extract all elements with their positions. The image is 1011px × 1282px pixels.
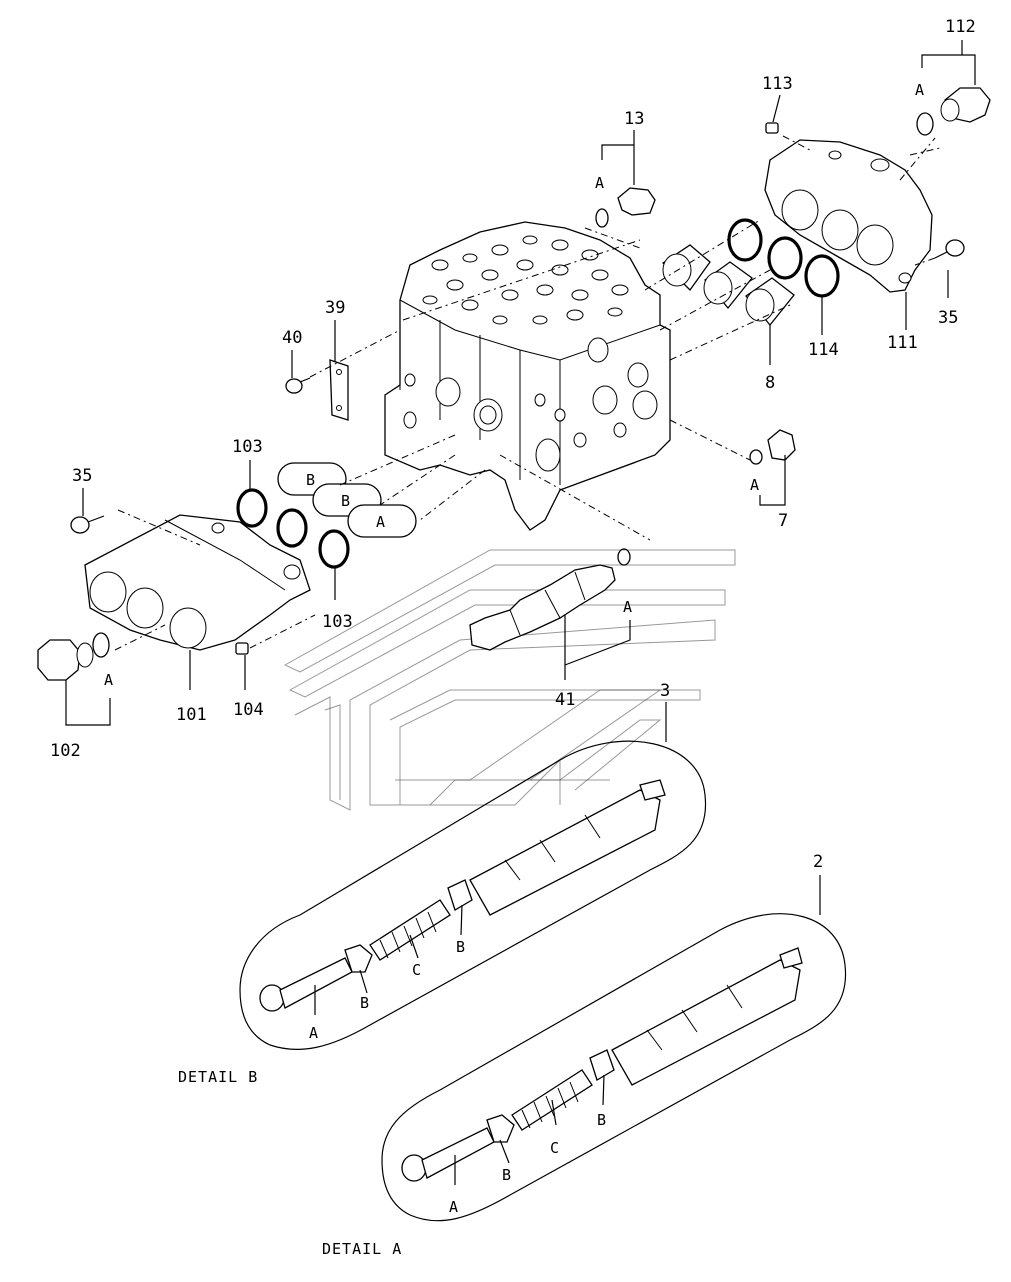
callout-a-112: A bbox=[915, 81, 924, 99]
detail-b-label-b2: B bbox=[456, 938, 465, 956]
bolt-35-right bbox=[934, 239, 965, 259]
callout-a-13: A bbox=[595, 174, 604, 192]
label-103-top: 103 bbox=[232, 437, 263, 457]
detail-b-label-c: C bbox=[412, 961, 421, 979]
bolt-35-left bbox=[70, 515, 105, 534]
label-13: 13 bbox=[624, 109, 644, 129]
detail-a-label-b2: B bbox=[597, 1111, 606, 1129]
spool-detail-a bbox=[401, 947, 803, 1182]
callout-a-102: A bbox=[104, 671, 113, 689]
cover-111 bbox=[764, 139, 933, 293]
label-40: 40 bbox=[282, 328, 302, 348]
label-35-left: 35 bbox=[72, 466, 92, 486]
label-2: 2 bbox=[813, 852, 823, 872]
plate-39 bbox=[329, 359, 349, 421]
spool-detail-b bbox=[259, 779, 666, 1012]
label-41: 41 bbox=[555, 690, 575, 710]
center-lines bbox=[114, 135, 941, 651]
label-7: 7 bbox=[778, 511, 788, 531]
detail-b-label-a: A bbox=[309, 1024, 318, 1042]
plug-112 bbox=[916, 87, 991, 136]
detail-a-label-b1: B bbox=[502, 1166, 511, 1184]
label-113: 113 bbox=[762, 74, 793, 94]
label-104: 104 bbox=[233, 700, 264, 720]
detail-a-label-a: A bbox=[449, 1198, 458, 1216]
bolt-40 bbox=[285, 377, 311, 394]
detail-a-outline bbox=[381, 913, 847, 1222]
caption-detail-b: DETAIL B bbox=[178, 1068, 258, 1086]
plug-104 bbox=[235, 642, 249, 655]
label-111: 111 bbox=[887, 333, 918, 353]
label-101: 101 bbox=[176, 705, 207, 725]
control-valve-body bbox=[384, 221, 671, 531]
label-112: 112 bbox=[945, 17, 976, 37]
plug-102 bbox=[37, 632, 110, 681]
callout-a-7: A bbox=[750, 476, 759, 494]
callout-a-41: A bbox=[623, 598, 632, 616]
watermark-logo bbox=[283, 549, 736, 811]
label-35-right: 35 bbox=[938, 308, 958, 328]
label-39: 39 bbox=[325, 298, 345, 318]
sleeves-8 bbox=[661, 244, 795, 327]
caption-detail-a: DETAIL A bbox=[322, 1240, 402, 1258]
detail-captions: DETAIL B DETAIL A bbox=[178, 1068, 402, 1258]
detail-b-label-b1: B bbox=[360, 994, 369, 1012]
spool-41 bbox=[469, 548, 631, 651]
o-rings-114 bbox=[727, 218, 840, 298]
capsule-label-b-2: B bbox=[341, 492, 350, 510]
plug-113 bbox=[765, 122, 779, 134]
label-8: 8 bbox=[765, 373, 775, 393]
plug-13 bbox=[595, 187, 656, 228]
plug-7 bbox=[749, 429, 796, 465]
spool-capsules bbox=[277, 462, 417, 538]
label-102: 102 bbox=[50, 741, 81, 761]
o-rings-103 bbox=[236, 488, 350, 569]
label-114: 114 bbox=[808, 340, 839, 360]
capsule-label-b-1: B bbox=[306, 471, 315, 489]
label-3: 3 bbox=[660, 681, 670, 701]
part-number-labels: 112 113 13 39 40 35 114 111 8 103 103 7 … bbox=[50, 17, 976, 872]
letter-callouts: A A A A A B B A A B C B A B C B bbox=[104, 81, 924, 1216]
leader-lines bbox=[65, 40, 976, 1185]
detail-a-label-c: C bbox=[550, 1139, 559, 1157]
label-103-bottom: 103 bbox=[322, 612, 353, 632]
cover-101 bbox=[84, 514, 311, 651]
capsule-label-a: A bbox=[376, 513, 385, 531]
detail-b-outline bbox=[239, 740, 707, 1051]
